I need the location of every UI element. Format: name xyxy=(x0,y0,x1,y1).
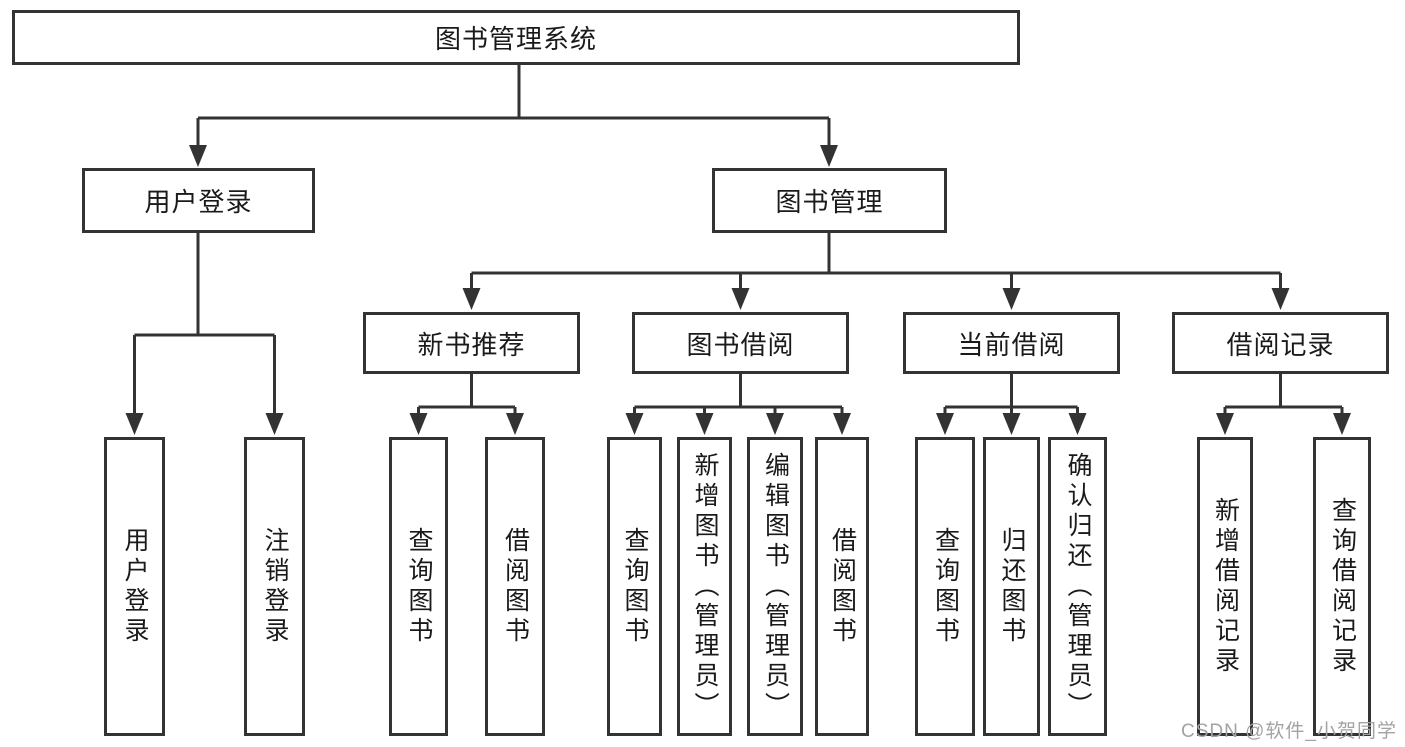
node-current-borrow: 当前借阅 xyxy=(903,312,1120,374)
leaf-records-add-record-label: 新增借阅记录 xyxy=(1211,496,1240,677)
leaf-current-return-books-label: 归还图书 xyxy=(998,526,1026,647)
leaf-current-confirm-return-admin-label: 确认归还（管理员） xyxy=(1064,451,1092,722)
node-book-management: 图书管理 xyxy=(712,168,947,233)
leaf-recommend-borrow-books: 借阅图书 xyxy=(485,437,545,736)
leaf-user-login-label: 用户登录 xyxy=(121,526,149,647)
node-book-borrow: 图书借阅 xyxy=(632,312,849,374)
leaf-logout-label: 注销登录 xyxy=(261,526,289,647)
watermark: CSDN @软件_小贺同学 xyxy=(1181,721,1397,742)
node-borrow-records: 借阅记录 xyxy=(1172,312,1389,374)
leaf-records-add-record: 新增借阅记录 xyxy=(1197,437,1253,736)
leaf-borrow-borrow-books: 借阅图书 xyxy=(815,437,869,736)
leaf-borrow-add-books-admin-label: 新增图书（管理员） xyxy=(691,451,719,722)
leaf-current-query-books-label: 查询图书 xyxy=(931,526,960,647)
leaf-borrow-query-books-label: 查询图书 xyxy=(621,526,649,647)
leaf-current-return-books: 归还图书 xyxy=(983,437,1040,736)
leaf-recommend-query-books-label: 查询图书 xyxy=(405,526,433,647)
leaf-recommend-borrow-books-label: 借阅图书 xyxy=(501,526,530,647)
node-user-login: 用户登录 xyxy=(82,168,315,233)
leaf-user-login: 用户登录 xyxy=(104,437,165,736)
leaf-borrow-borrow-books-label: 借阅图书 xyxy=(828,526,857,647)
leaf-borrow-query-books: 查询图书 xyxy=(607,437,662,736)
leaf-records-query-record-label: 查询借阅记录 xyxy=(1328,496,1357,677)
leaf-borrow-add-books-admin: 新增图书（管理员） xyxy=(677,437,732,736)
leaf-current-confirm-return-admin: 确认归还（管理员） xyxy=(1048,437,1107,736)
leaf-borrow-edit-books-admin-label: 编辑图书（管理员） xyxy=(761,451,790,722)
leaf-recommend-query-books: 查询图书 xyxy=(389,437,448,736)
leaf-logout: 注销登录 xyxy=(244,437,305,736)
leaf-records-query-record: 查询借阅记录 xyxy=(1313,437,1371,736)
node-root: 图书管理系统 xyxy=(12,10,1020,65)
arrowhead-icons xyxy=(125,145,1351,435)
leaf-current-query-books: 查询图书 xyxy=(915,437,975,736)
node-new-book-recommend: 新书推荐 xyxy=(363,312,580,374)
leaf-borrow-edit-books-admin: 编辑图书（管理员） xyxy=(747,437,803,736)
